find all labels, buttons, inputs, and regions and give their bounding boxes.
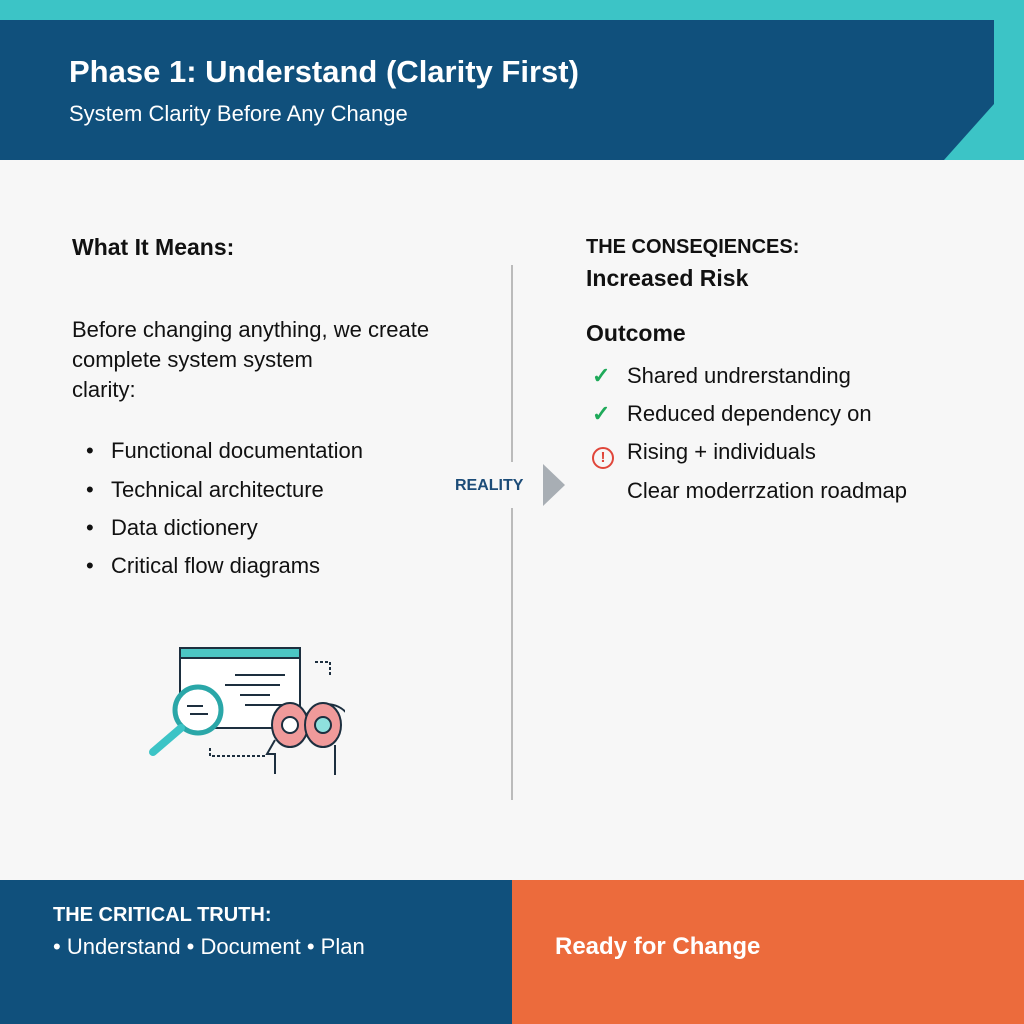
- section-divider: [511, 265, 513, 800]
- critical-truth-title: THE CRITICAL TRUTH:: [53, 904, 272, 926]
- ready-text: Ready for Change: [555, 933, 761, 960]
- consequences-heading: THE CONSEQIENCES:: [586, 236, 800, 258]
- page-title: Phase 1: Understand (Clarity First): [69, 54, 579, 89]
- risk-heading: Increased Risk: [586, 265, 749, 291]
- list-item: •Technical architecture: [86, 477, 324, 502]
- list-item: •Functional documentation: [86, 438, 363, 463]
- header-banner: [0, 20, 994, 160]
- analysis-illustration-icon: [149, 647, 345, 775]
- intro-line: Before changing anything, we create: [72, 317, 430, 342]
- list-item: ✓Shared undrerstanding: [592, 363, 851, 388]
- ready-panel: Ready for Change: [512, 880, 1024, 1024]
- check-icon: ✓: [592, 363, 611, 388]
- what-it-means-heading: What It Means:: [72, 234, 235, 260]
- list-item: Clear moderrzation roadmap: [627, 478, 908, 503]
- intro-text: Before changing anything, we create comp…: [72, 315, 429, 405]
- list-item: !Rising + individuals: [592, 439, 816, 469]
- list-item: •Data dictionery: [86, 515, 258, 540]
- check-icon: ✓: [592, 401, 611, 426]
- critical-truth-panel: THE CRITICAL TRUTH: • Understand • Docum…: [0, 880, 512, 1024]
- page-subtitle: System Clarity Before Any Change: [69, 101, 408, 126]
- outcome-heading: Outcome: [586, 320, 686, 346]
- arrow-right-icon: [543, 464, 565, 506]
- list-item: •Critical flow diagrams: [86, 553, 321, 578]
- warning-icon: !: [592, 439, 627, 469]
- list-item: ✓Reduced dependency on: [592, 401, 872, 426]
- intro-line: complete system system: [72, 347, 313, 372]
- critical-truth-text: • Understand • Document • Plan: [53, 934, 365, 959]
- intro-line: clarity:: [72, 377, 136, 402]
- reality-label: REALITY: [455, 477, 524, 494]
